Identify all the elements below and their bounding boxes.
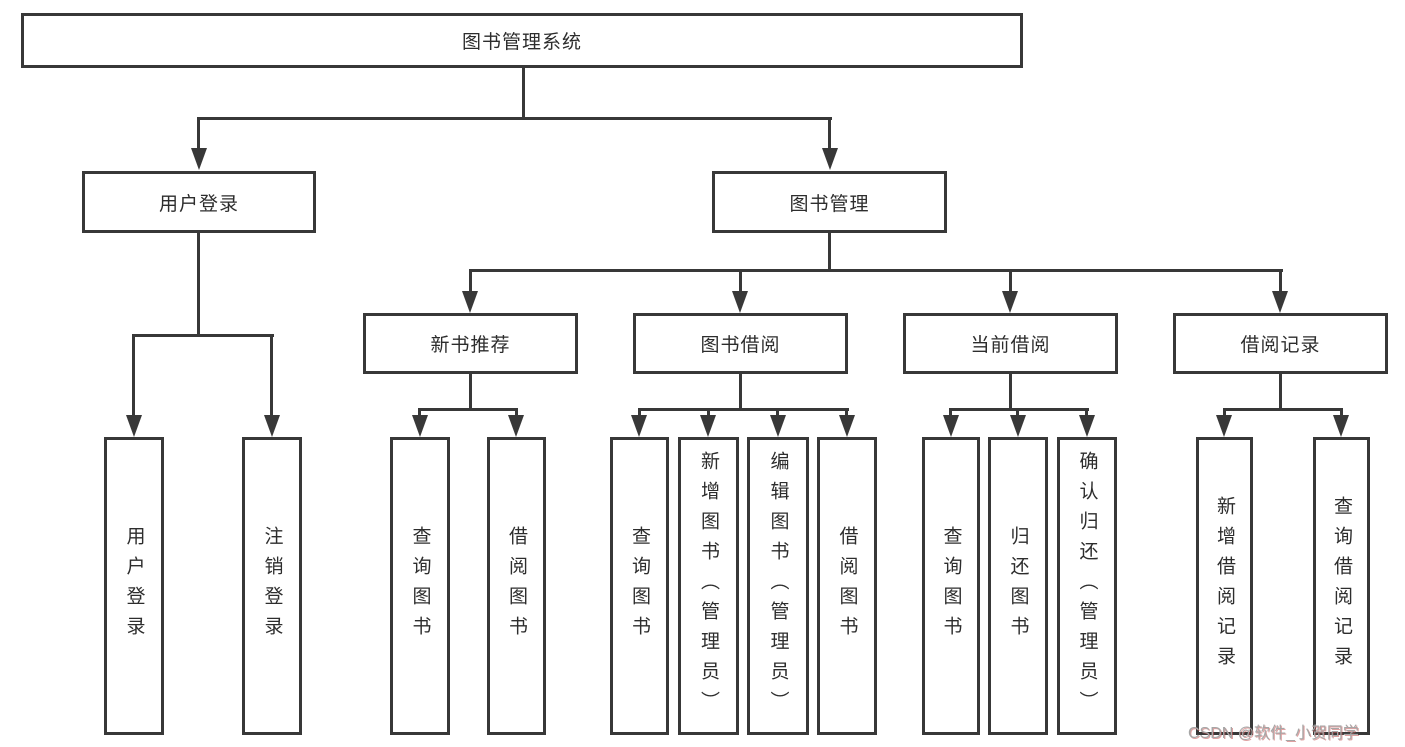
leaf-borrow-books: 借阅图书 — [817, 437, 877, 735]
connector-level3-hline — [469, 269, 1283, 272]
connector-new-books-hline — [418, 408, 518, 411]
leaf-return-books-label: 归还图书 — [1007, 526, 1029, 646]
connector-book-management-drop — [828, 118, 831, 150]
node-current-borrow: 当前借阅 — [903, 313, 1118, 374]
leaf-borrow-books: 借阅图书 — [487, 437, 546, 735]
leaf-user-login: 用户登录 — [104, 437, 164, 735]
connector-book-borrow-drop — [739, 271, 742, 293]
node-library-system: 图书管理系统 — [21, 13, 1023, 68]
connector-borrow-records-stub — [1279, 374, 1282, 410]
connector-leaf-drop — [418, 409, 421, 417]
node-new-book-recommend: 新书推荐 — [363, 313, 578, 374]
leaf-query-books-label: 查询图书 — [629, 526, 650, 646]
node-borrow-records: 借阅记录 — [1173, 313, 1388, 374]
node-borrow-records-label: 借阅记录 — [1240, 335, 1321, 356]
leaf-logout-label: 注销登录 — [261, 526, 283, 646]
arrowhead-new-books — [462, 291, 478, 313]
node-user-login: 用户登录 — [82, 171, 316, 233]
arrowhead-leaf — [1079, 415, 1095, 437]
arrowhead-leaf — [943, 415, 959, 437]
leaf-add-books-admin-label: 新增图书（管理员） — [698, 451, 719, 721]
node-new-book-recommend-label: 新书推荐 — [430, 335, 511, 356]
connector-root-drop — [522, 68, 525, 119]
connector-book-borrow-hline — [638, 408, 849, 411]
connector-user-login-stub — [197, 233, 200, 336]
arrowhead-borrow-records — [1272, 291, 1288, 313]
connector-leaf-drop — [949, 409, 952, 417]
leaf-query-borrow-record-label: 查询借阅记录 — [1331, 496, 1352, 676]
leaf-confirm-return-admin: 确认归还（管理员） — [1057, 437, 1117, 735]
leaf-return-books: 归还图书 — [988, 437, 1048, 735]
leaf-edit-books-admin-label: 编辑图书（管理员） — [767, 451, 789, 721]
arrowhead-book-management — [822, 148, 838, 170]
connector-leaf-drop — [1016, 409, 1019, 417]
arrowhead-leaf — [1216, 415, 1232, 437]
connector-user-login-hline — [132, 334, 274, 337]
connector-logout-leaf-drop — [270, 336, 273, 416]
leaf-query-borrow-record: 查询借阅记录 — [1313, 437, 1370, 735]
node-book-management: 图书管理 — [712, 171, 947, 233]
connector-leaf-drop — [515, 409, 518, 417]
arrowhead-leaf — [1333, 415, 1349, 437]
connector-leaf-drop — [776, 409, 779, 417]
arrowhead-book-borrow — [732, 291, 748, 313]
leaf-confirm-return-admin-label: 确认归还（管理员） — [1076, 451, 1098, 721]
connector-new-books-stub — [469, 374, 472, 410]
connector-leaf-drop — [638, 409, 641, 417]
arrowhead-leaf — [412, 415, 428, 437]
connector-user-login-drop — [197, 118, 200, 150]
arrowhead-leaf — [700, 415, 716, 437]
leaf-query-books-label: 查询图书 — [940, 526, 962, 646]
leaf-edit-books-admin: 编辑图书（管理员） — [747, 437, 809, 735]
arrowhead-user-login — [191, 148, 207, 170]
leaf-user-login-label: 用户登录 — [123, 526, 145, 646]
connector-current-borrow-drop — [1009, 271, 1012, 293]
node-user-login-label: 用户登录 — [158, 193, 239, 215]
leaf-query-books: 查询图书 — [922, 437, 980, 735]
arrowhead-current-borrow — [1002, 291, 1018, 313]
node-library-system-label: 图书管理系统 — [461, 32, 582, 53]
arrowhead-leaf — [1010, 415, 1026, 437]
arrowhead-leaf — [770, 415, 786, 437]
arrowhead-leaf — [839, 415, 855, 437]
connector-borrow-records-drop — [1279, 271, 1282, 293]
leaf-add-books-admin: 新增图书（管理员） — [678, 437, 739, 735]
node-book-management-label: 图书管理 — [789, 193, 870, 215]
leaf-add-borrow-record-label: 新增借阅记录 — [1214, 496, 1235, 676]
leaf-query-books-label: 查询图书 — [409, 526, 431, 646]
connector-leaf-drop — [1085, 409, 1088, 417]
node-book-borrow: 图书借阅 — [633, 313, 848, 374]
node-book-borrow-label: 图书借阅 — [700, 335, 781, 356]
connector-current-borrow-stub — [1009, 374, 1012, 410]
arrowhead-leaf — [631, 415, 647, 437]
connector-new-books-drop — [469, 271, 472, 293]
arrowhead-logout-leaf — [264, 415, 280, 437]
leaf-query-books: 查询图书 — [390, 437, 450, 735]
connector-leaf-drop — [707, 409, 710, 417]
arrowhead-login-leaf — [126, 415, 142, 437]
connector-leaf-drop — [1340, 409, 1343, 417]
leaf-borrow-books-label: 借阅图书 — [836, 526, 858, 646]
node-current-borrow-label: 当前借阅 — [970, 335, 1051, 356]
csdn-watermark: CSDN @软件_小贺同学 — [1188, 725, 1359, 742]
arrowhead-leaf — [508, 415, 524, 437]
connector-borrow-records-hline — [1223, 408, 1343, 411]
connector-book-borrow-stub — [739, 374, 742, 410]
leaf-query-books: 查询图书 — [610, 437, 669, 735]
leaf-logout: 注销登录 — [242, 437, 302, 735]
connector-book-management-stub — [828, 233, 831, 272]
connector-login-leaf-drop — [132, 336, 135, 416]
leaf-add-borrow-record: 新增借阅记录 — [1196, 437, 1253, 735]
leaf-borrow-books-label: 借阅图书 — [506, 526, 527, 646]
connector-leaf-drop — [845, 409, 848, 417]
connector-leaf-drop — [1223, 409, 1226, 417]
connector-level2-hline — [197, 117, 832, 120]
connector-current-borrow-hline — [949, 408, 1089, 411]
